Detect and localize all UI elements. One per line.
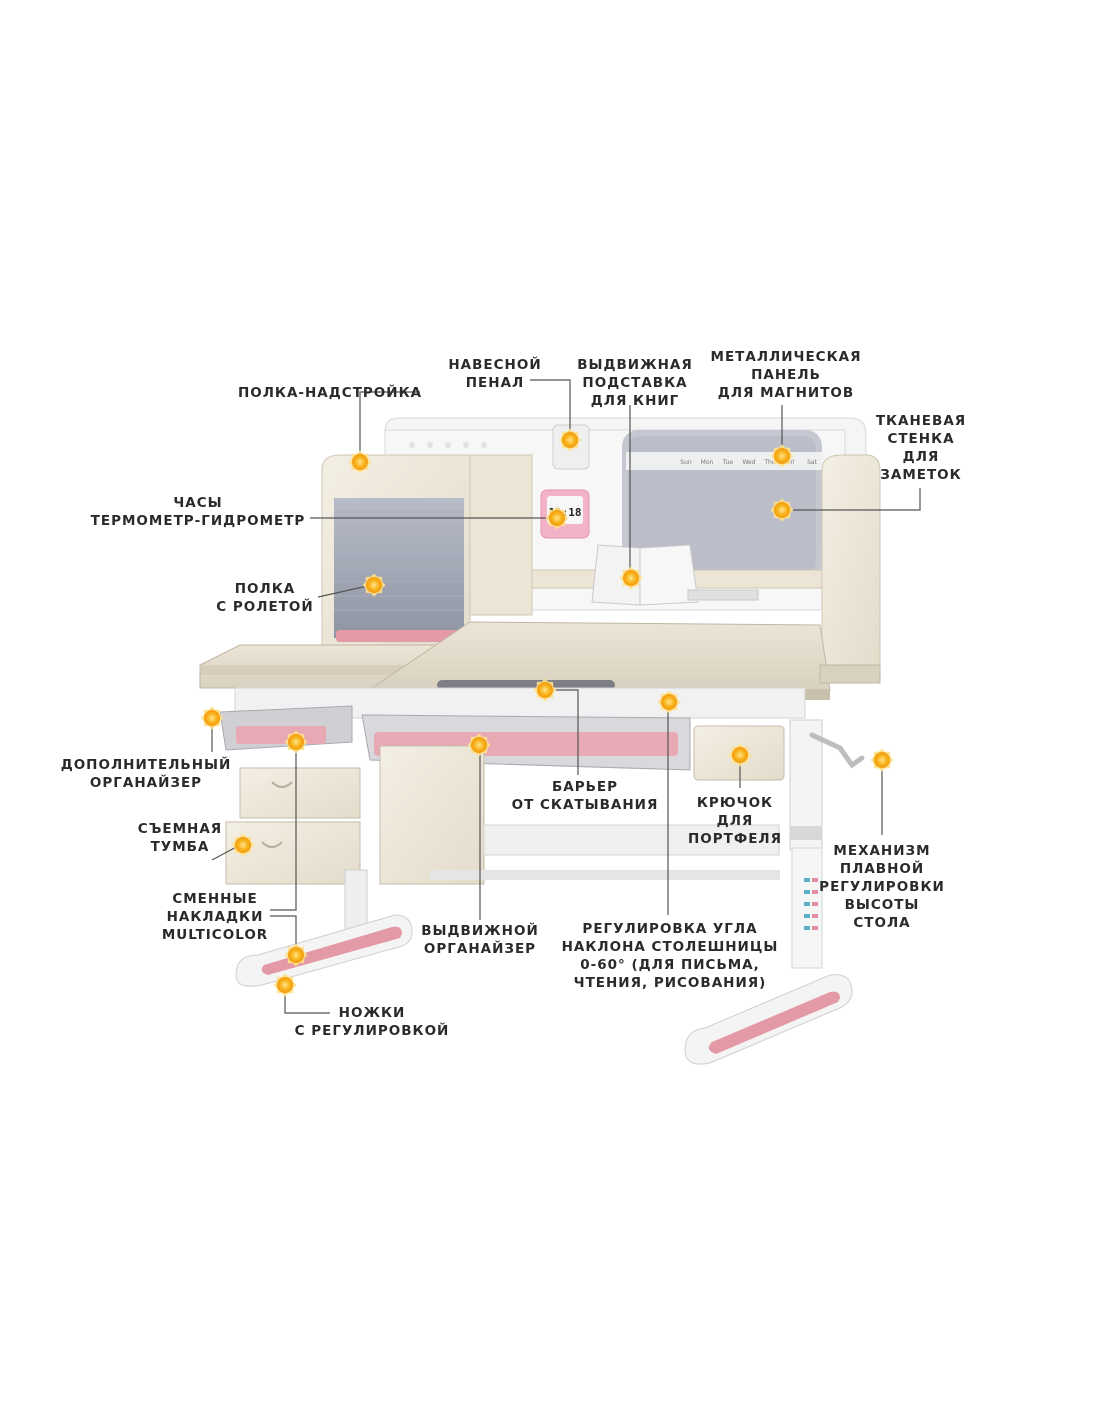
label-book-stand: ВЫДВИЖНАЯ ПОДСТАВКА ДЛЯ КНИГ xyxy=(577,357,693,409)
hotspot-marker xyxy=(870,748,894,772)
hotspot-marker xyxy=(770,498,794,522)
left-shelf-tower xyxy=(321,454,533,649)
hotspot-marker xyxy=(284,730,308,754)
calendar-strip: Sun Mon Tue Wed Thu Fri Sat xyxy=(680,459,817,466)
label-shelf-superstructure: ПОЛКА-НАДСТРОЙКА xyxy=(237,385,423,401)
label-anti-roll-barrier: БАРЬЕР ОТ СКАТЫВАНИЯ xyxy=(511,779,659,813)
label-adjustable-legs: НОЖКИ С РЕГУЛИРОВКОЙ xyxy=(294,1005,450,1039)
hotspot-marker xyxy=(558,428,582,452)
calendar-day: Fri xyxy=(787,459,794,466)
hotspot-marker xyxy=(273,973,297,997)
calendar-day: Wed xyxy=(742,459,755,466)
hotspot-marker xyxy=(545,506,569,530)
felt-panel xyxy=(622,430,826,580)
hotspot-marker xyxy=(284,943,308,967)
floor-bar xyxy=(430,870,780,880)
calendar-day: Sun xyxy=(680,459,692,466)
hotspot-marker xyxy=(348,450,372,474)
label-tilt-adjustment: РЕГУЛИРОВКА УГЛА НАКЛОНА СТОЛЕШНИЦЫ 0-60… xyxy=(561,921,779,991)
calendar-day: Sat xyxy=(807,459,817,466)
hotspot-markers xyxy=(200,428,894,997)
label-extra-organizer: ДОПОЛНИТЕЛЬНЫЙ ОРГАНАЙЗЕР xyxy=(60,757,232,791)
label-metal-panel: МЕТАЛЛИЧЕСКАЯ ПАНЕЛЬ ДЛЯ МАГНИТОВ xyxy=(710,349,862,401)
label-height-mechanism: МЕХАНИЗМ ПЛАВНОЙ РЕГУЛИРОВКИ ВЫСОТЫ СТОЛ… xyxy=(819,843,945,931)
hotspot-marker xyxy=(467,733,491,757)
label-roller-shelf: ПОЛКА С РОЛЕТОЙ xyxy=(216,581,314,615)
label-pull-out-organizer: ВЫДВИЖНОЙ ОРГАНАЙЗЕР xyxy=(421,923,539,957)
calendar-day: Thu xyxy=(763,459,775,466)
hotspot-marker xyxy=(362,573,386,597)
side-organizer xyxy=(379,745,485,885)
calendar-day: Mon xyxy=(701,459,714,466)
pedestal xyxy=(225,767,361,885)
label-hanging-pencil-case: НАВЕСНОЙ ПЕНАЛ xyxy=(448,357,542,391)
hotspot-marker xyxy=(728,743,752,767)
label-clock: ЧАСЫ ТЕРМОМЕТР-ГИДРОМЕТР xyxy=(90,495,306,529)
hotspot-marker xyxy=(231,833,255,857)
label-fabric-wall: ТКАНЕВАЯ СТЕНКА ДЛЯ ЗАМЕТОК xyxy=(875,413,967,483)
hotspot-marker xyxy=(533,678,557,702)
label-removable-pedestal: СЪЕМНАЯ ТУМБА xyxy=(137,821,223,855)
hotspot-marker xyxy=(619,566,643,590)
book-stand xyxy=(591,544,759,606)
right-leg xyxy=(684,719,865,1065)
height-scale xyxy=(804,878,818,930)
label-multicolor-covers: СМЕННЫЕ НАКЛАДКИ MULTICOLOR xyxy=(161,891,269,943)
label-bag-hook: КРЮЧОК ДЛЯ ПОРТФЕЛЯ xyxy=(687,795,783,847)
right-shelf-tower xyxy=(821,454,881,669)
calendar-day: Tue xyxy=(722,459,734,466)
hotspot-marker xyxy=(200,706,224,730)
hotspot-marker xyxy=(770,444,794,468)
crossbar xyxy=(483,824,780,856)
hotspot-marker xyxy=(657,690,681,714)
